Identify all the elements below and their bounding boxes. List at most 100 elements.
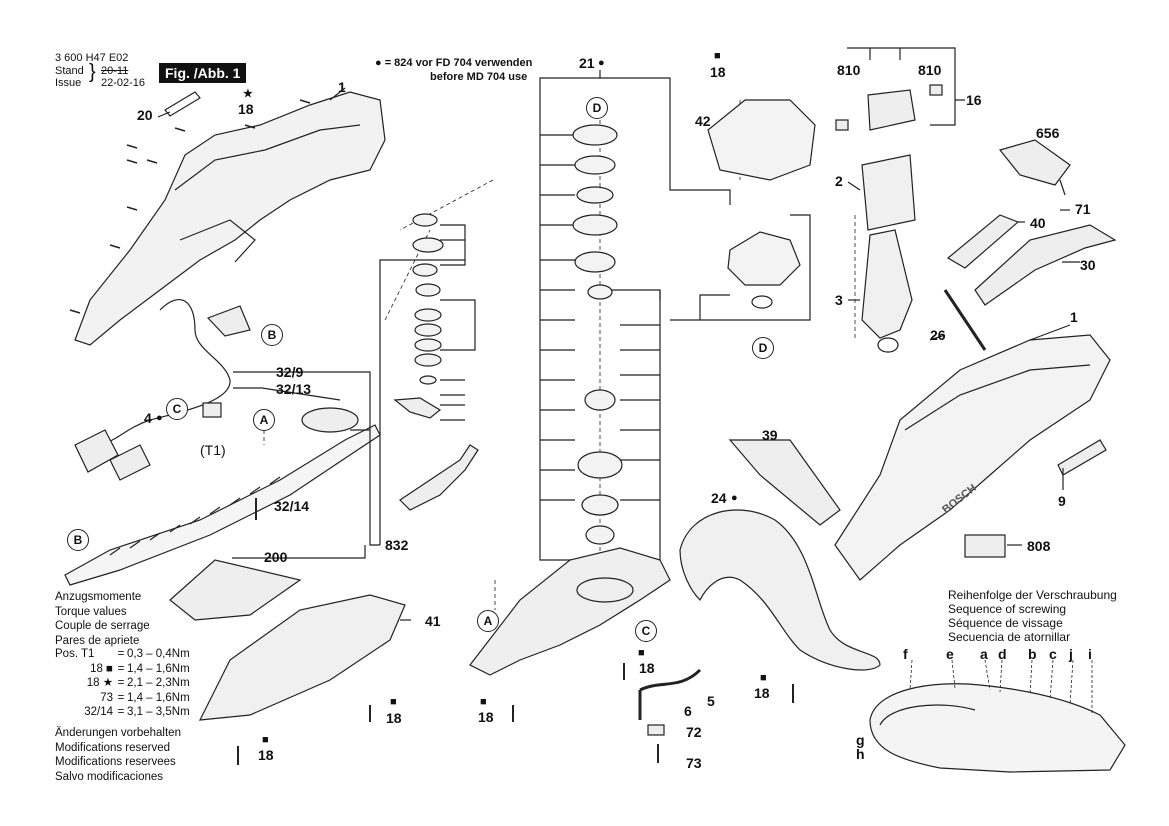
stand-label: Stand <box>55 65 84 77</box>
torque-title-en: Torque values <box>55 605 127 618</box>
callout-200: 200 <box>264 549 288 565</box>
torque-title-fr: Couple de serrage <box>55 620 150 632</box>
stand-old: 20-11 <box>101 65 129 77</box>
square-icon: ■ <box>714 50 721 62</box>
torque-title-de: Anzugsmomente <box>55 591 142 603</box>
square-icon: ■ <box>480 696 487 708</box>
callout-808: 808 <box>1027 538 1051 554</box>
callout-18: 18 <box>478 709 494 725</box>
seq-h: h <box>856 746 865 762</box>
torque-title-es: Pares de apriete <box>55 634 140 647</box>
torque-row: 18 ■ = 1,4 – 1,6Nm <box>90 662 190 675</box>
guard-B <box>206 305 251 337</box>
housing-41 <box>198 594 406 721</box>
detail-ref-B: B <box>261 324 283 346</box>
dot-icon: ● <box>156 412 163 424</box>
callout-21: 21 <box>579 55 595 71</box>
square-icon: ■ <box>638 647 645 659</box>
blade-hub <box>301 407 359 433</box>
cover-39 <box>728 439 841 526</box>
callout-26: 26 <box>930 327 946 343</box>
callout-71: 71 <box>1075 201 1091 217</box>
callout-4: 4 <box>144 410 152 426</box>
callout-18: 18 <box>386 710 402 726</box>
callout-40: 40 <box>1030 215 1046 231</box>
callout-18: 18 <box>754 685 770 701</box>
rear-handle-30 <box>974 224 1117 306</box>
link-26 <box>943 289 987 351</box>
blade-guard-200 <box>169 559 302 621</box>
callout-T1: (T1) <box>200 442 226 458</box>
housing-half-1 <box>74 91 386 346</box>
seq-f: f <box>903 646 908 662</box>
callout-32-13: 32/13 <box>276 381 312 397</box>
seq-e: e <box>946 646 954 662</box>
detail-ref-D: D <box>586 97 608 119</box>
square-icon: ■ <box>760 672 767 684</box>
seq-j: j <box>1069 646 1073 662</box>
callout-39: 39 <box>762 427 778 443</box>
torque-row: Pos. T1 = 0,3 – 0,4Nm <box>55 648 190 660</box>
switch-T1 <box>202 402 222 418</box>
bearing-plate <box>727 231 801 286</box>
callout-1: 1 <box>1070 309 1078 325</box>
detail-ref-D: D <box>752 337 774 359</box>
callout-1: 1 <box>338 79 346 95</box>
seq-c: c <box>1049 646 1057 662</box>
modifications-notice: Änderungen vorbehalten Modifications res… <box>55 727 181 783</box>
cable <box>94 299 231 444</box>
fan-housing-42 <box>707 99 816 181</box>
callout-32-9: 32/9 <box>276 364 304 380</box>
torque-row: 73 = 1,4 – 1,6Nm <box>100 691 190 704</box>
screws-group <box>69 99 311 314</box>
seq-g: g <box>856 732 865 748</box>
torque-row: 18 ★ = 2,1 – 2,3Nm <box>86 677 190 689</box>
figure-title: Fig. /Abb. 1 <box>159 63 247 83</box>
arm <box>399 444 479 511</box>
callout-32-14: 32/14 <box>274 498 310 514</box>
brace-glyph: } <box>89 61 96 83</box>
callout-810: 810 <box>918 62 942 78</box>
seq-i: i <box>1088 646 1092 662</box>
callout-656: 656 <box>1036 125 1060 141</box>
torque-title: Anzugsmomente Torque values Couple de se… <box>55 590 150 648</box>
torque-row: 32/14 = 3,1 – 3,5Nm <box>84 706 190 718</box>
callout-18: 18 <box>258 747 274 763</box>
bow-handle-24 <box>679 509 881 671</box>
detail-ref-B: B <box>67 529 89 551</box>
strip-9 <box>1057 439 1107 476</box>
note-line-2: before MD 704 use <box>430 71 528 83</box>
charger-plug <box>74 429 119 473</box>
cover-656 <box>998 139 1071 186</box>
callout-72: 72 <box>686 724 702 740</box>
callout-18: 18 <box>710 64 726 80</box>
detail-ref-C: C <box>166 398 188 420</box>
seq-d: d <box>998 646 1007 662</box>
stator-2 <box>861 154 916 231</box>
callout-18: 18 <box>639 660 655 676</box>
part-number: 3 600 H47 E02 <box>55 52 129 64</box>
armature-3 <box>861 229 913 339</box>
detail-ref-A: A <box>253 409 275 431</box>
seq-a: a <box>980 646 988 662</box>
dot-icon: ● <box>731 492 738 504</box>
callout-6: 6 <box>684 703 692 719</box>
label-808 <box>964 534 1006 558</box>
lever <box>393 397 442 419</box>
dot-icon: ● <box>598 57 605 69</box>
issue-date: 22-02-16 <box>101 77 146 89</box>
callout-20: 20 <box>137 107 153 123</box>
square-icon: ■ <box>262 734 269 746</box>
label-strip-20 <box>164 91 201 117</box>
square-icon: ■ <box>390 696 397 708</box>
seq-b: b <box>1028 646 1037 662</box>
callout-30: 30 <box>1080 257 1096 273</box>
housing-half-1b <box>834 334 1111 581</box>
callout-2: 2 <box>835 173 843 189</box>
callout-41: 41 <box>425 613 441 629</box>
callout-18: 18 <box>238 101 254 117</box>
callout-3: 3 <box>835 292 843 308</box>
callout-42: 42 <box>695 113 711 129</box>
issue-label: Issue <box>55 77 82 89</box>
